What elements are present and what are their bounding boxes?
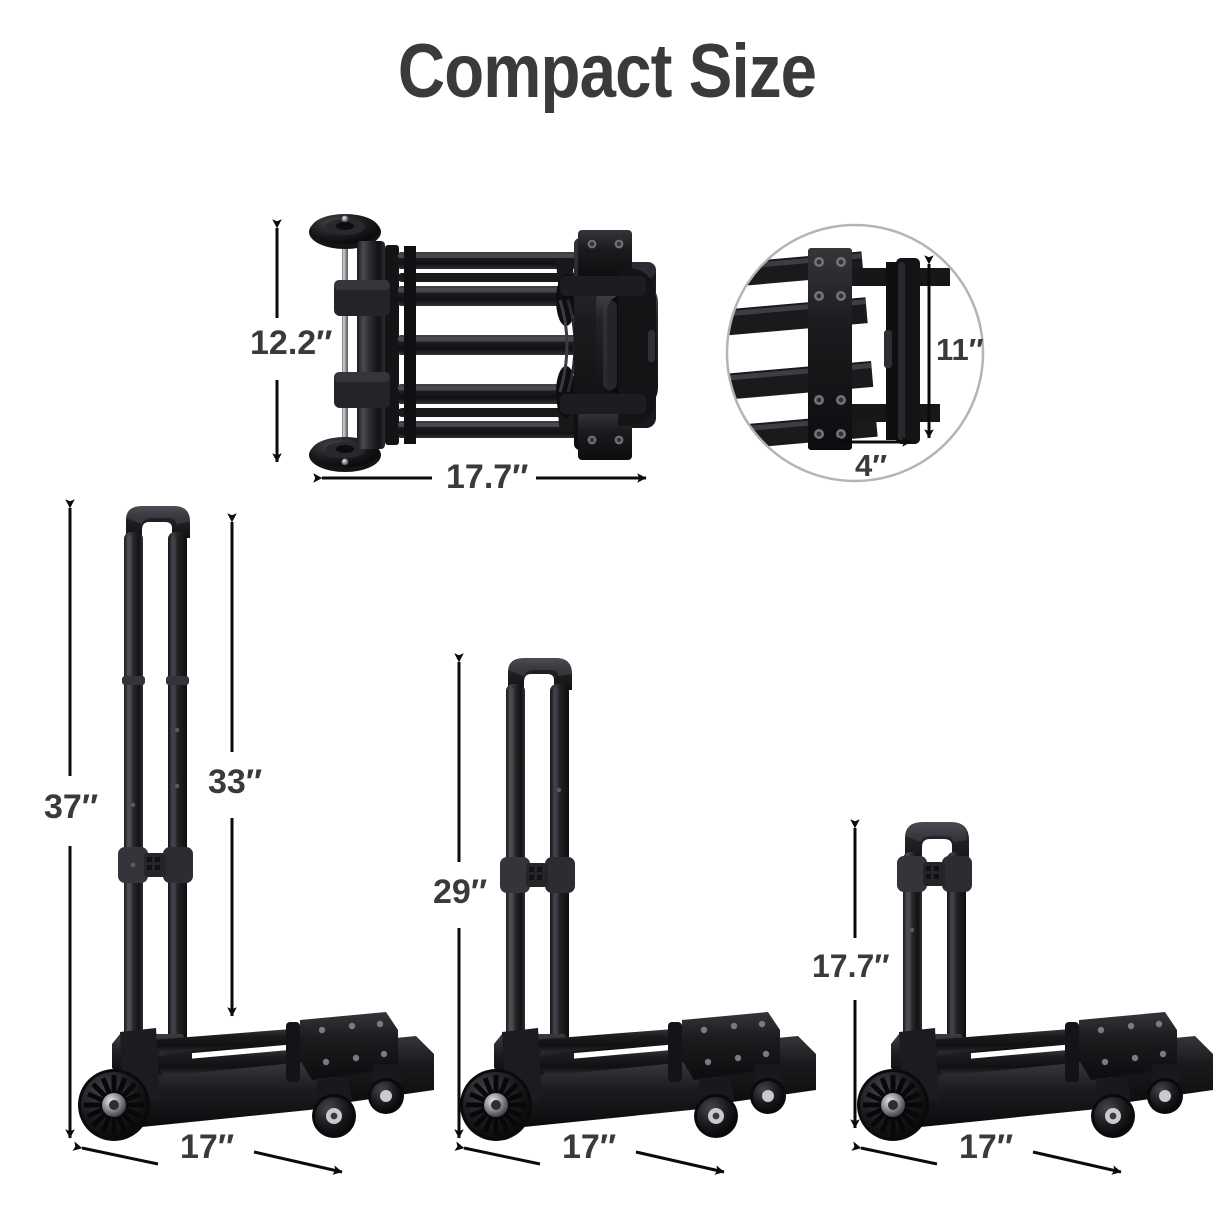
- figure-cart-full-extended: [78, 506, 434, 1141]
- dimension-label-cart1-handle: 33″: [208, 763, 263, 801]
- dimension-arrow-cart1-base: [72, 1141, 343, 1175]
- page-title: Compact Size: [397, 29, 817, 114]
- dimension-label-detail-depth: 4″: [855, 448, 888, 483]
- dimension-label-detail-height: 11″: [936, 332, 984, 367]
- figure-cart-collapsed: [857, 822, 1213, 1141]
- dimension-arrow-cart3-base: [851, 1141, 1122, 1175]
- dimension-label-cart1-total: 37″: [44, 788, 99, 826]
- dimension-label-cart1-base: 17″: [180, 1128, 235, 1166]
- dimension-label-cart2-total: 29″: [433, 873, 488, 911]
- dimension-label-folded-height: 12.2″: [250, 324, 333, 362]
- dimension-arrow-cart2-base: [454, 1141, 725, 1175]
- dimension-label-cart2-base: 17″: [562, 1128, 617, 1166]
- dimension-label-cart3-base: 17″: [959, 1128, 1014, 1166]
- dimension-label-cart3-total: 17.7″: [812, 948, 890, 984]
- figure-cart-mid-extended: [460, 658, 816, 1141]
- figure-folded-top-view: [309, 214, 658, 472]
- dimension-label-folded-length: 17.7″: [446, 458, 529, 496]
